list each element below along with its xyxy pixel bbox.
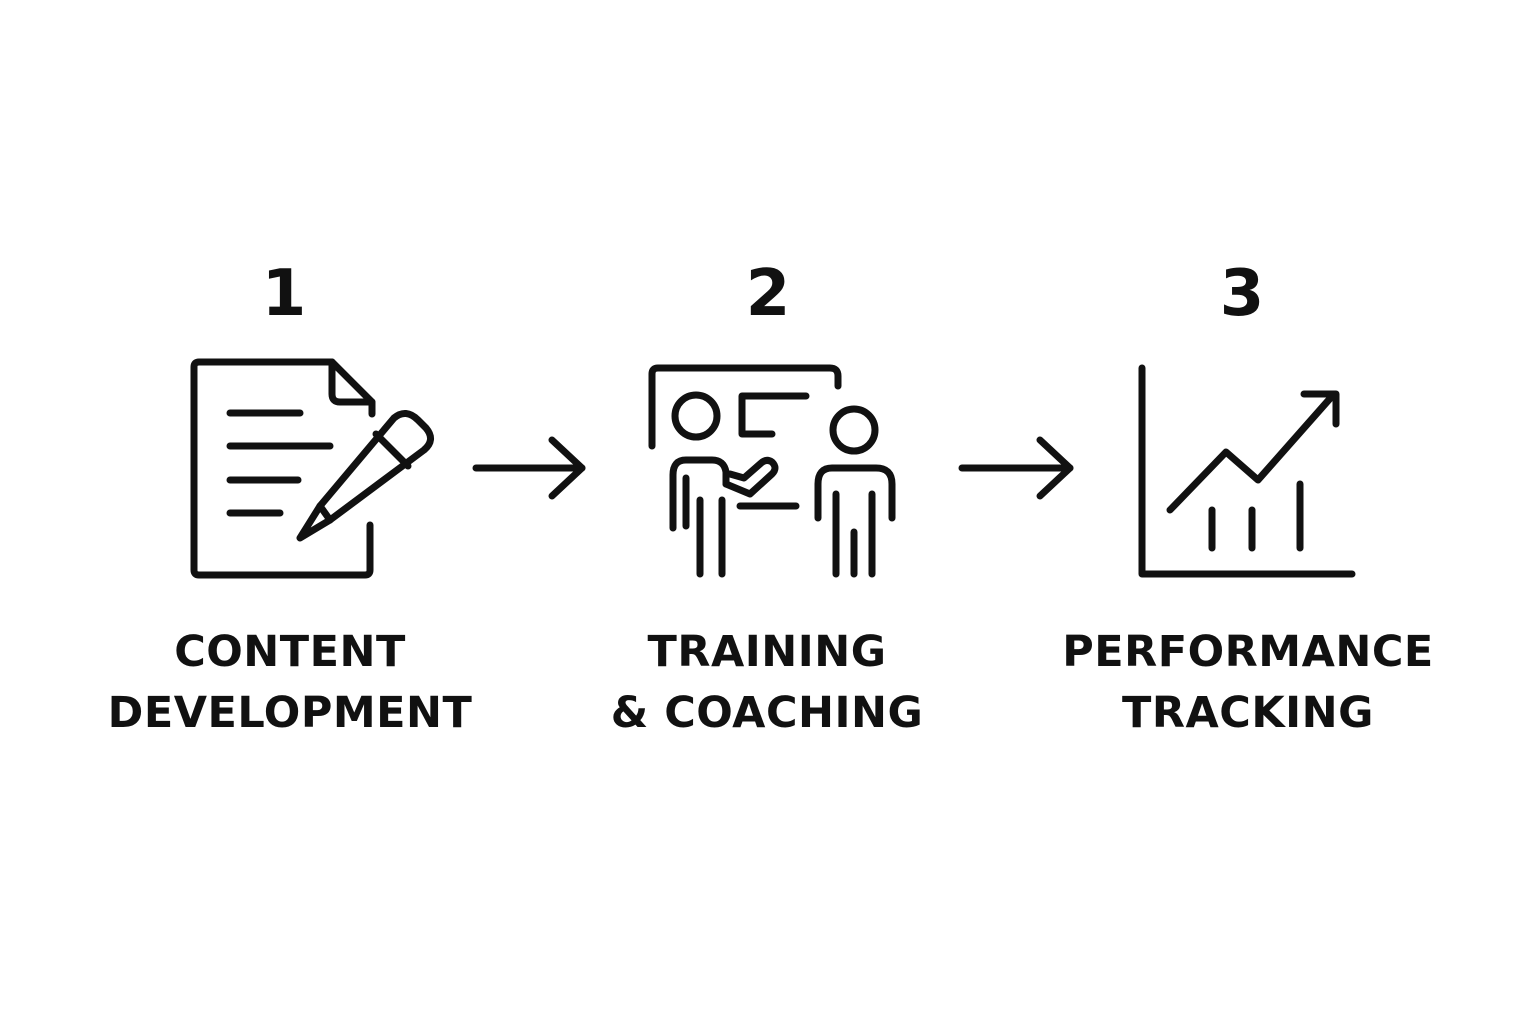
step-3-number: 3 — [1219, 257, 1265, 331]
arrow-right-icon — [472, 436, 586, 500]
step-2-label: TRAINING & COACHING — [557, 622, 977, 744]
step-2-number: 2 — [745, 257, 791, 331]
arrow-right-icon — [958, 436, 1074, 500]
step-2-label-line-2: & COACHING — [610, 688, 924, 738]
step-2-label-line-1: TRAINING — [647, 627, 887, 677]
growth-chart-icon — [1138, 364, 1356, 578]
step-1-number: 1 — [261, 257, 307, 331]
step-1-label: CONTENT DEVELOPMENT — [80, 622, 500, 744]
document-pencil-icon — [190, 358, 434, 579]
presentation-trainer-icon — [648, 364, 896, 578]
step-1-label-line-2: DEVELOPMENT — [107, 688, 473, 738]
step-1-label-line-1: CONTENT — [174, 627, 406, 677]
step-3-label-line-2: TRACKING — [1122, 688, 1374, 738]
step-3-label: PERFORMANCE TRACKING — [1038, 622, 1458, 744]
step-3-label-line-1: PERFORMANCE — [1062, 627, 1434, 677]
